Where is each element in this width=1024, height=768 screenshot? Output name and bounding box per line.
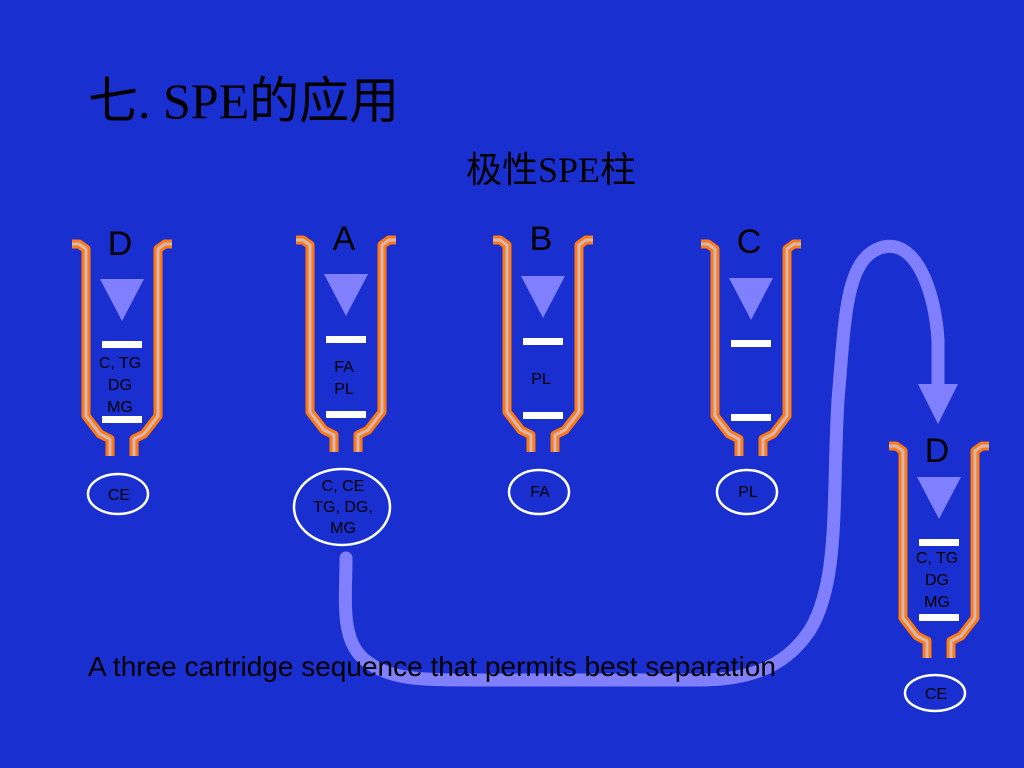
- frit-top: [326, 336, 366, 343]
- cartridge-b: B PL FA: [493, 220, 593, 516]
- cartridge-label: D: [108, 225, 133, 263]
- cartridge-wall-right-inner: [949, 444, 989, 658]
- frit-bottom: [919, 614, 959, 621]
- eluate-text: PL: [738, 484, 758, 501]
- slide-title: 七. SPE的应用: [88, 73, 400, 129]
- retained-compound: MG: [107, 399, 133, 416]
- eluate-text: TG, DG,: [313, 499, 373, 516]
- retained-compound: MG: [924, 594, 950, 611]
- flow-path-arrowhead: [918, 384, 958, 424]
- down-arrow-icon: [100, 279, 144, 321]
- cartridge-wall-right-inner: [132, 242, 172, 456]
- eluate-text: CE: [925, 686, 947, 703]
- cartridge-d: D C, TG DG MG CE: [72, 225, 172, 516]
- retained-compound: C, TG: [916, 550, 958, 567]
- eluate-text: MG: [330, 520, 356, 537]
- cartridge-c: C PL: [701, 223, 801, 516]
- caption: A three cartridge sequence that permits …: [88, 651, 776, 682]
- retained-compound: PL: [531, 371, 551, 388]
- frit-bottom: [523, 412, 563, 419]
- down-arrow-icon: [729, 278, 773, 320]
- eluate-ellipse: [292, 467, 392, 547]
- eluate-text: CE: [108, 487, 130, 504]
- cartridge-wall-left-inner: [889, 444, 929, 658]
- cartridge-label: A: [333, 220, 356, 258]
- eluate-text: C, CE: [322, 478, 365, 495]
- cartridge-d2: D C, TG DG MG CE: [889, 432, 989, 713]
- retained-compound: DG: [108, 377, 132, 394]
- frit-top: [523, 338, 563, 345]
- eluate-ellipse: [86, 472, 150, 516]
- slide-subtitle: 极性SPE柱: [466, 150, 637, 190]
- retained-compound: FA: [334, 359, 354, 376]
- cartridge-wall-left-inner: [701, 242, 741, 456]
- cartridge-wall-left-inner: [493, 238, 533, 452]
- eluate-text: FA: [530, 484, 550, 501]
- cartridge-a: A FA PL C, CE TG, DG, MG: [292, 220, 396, 547]
- cartridge-label: C: [737, 223, 762, 261]
- cartridge-wall-left-inner: [296, 238, 336, 452]
- eluate-ellipse: [715, 468, 779, 516]
- eluate-ellipse: [507, 468, 571, 516]
- down-arrow-icon: [324, 274, 368, 316]
- frit-top: [731, 340, 771, 347]
- retained-compound: DG: [925, 572, 949, 589]
- retained-compound: C, TG: [99, 355, 141, 372]
- frit-bottom: [731, 414, 771, 421]
- frit-bottom: [102, 416, 142, 423]
- cartridge-wall-right-inner: [553, 238, 593, 452]
- frit-top: [919, 539, 959, 546]
- retained-compound: PL: [334, 381, 354, 398]
- frit-top: [102, 341, 142, 348]
- flow-path-arrow: [338, 239, 945, 687]
- cartridge-wall-left-inner: [72, 242, 112, 456]
- down-arrow-icon: [917, 477, 961, 519]
- down-arrow-icon: [521, 276, 565, 318]
- eluate-ellipse: [903, 673, 967, 713]
- cartridge-wall-right-inner: [761, 242, 801, 456]
- cartridge-label: D: [925, 432, 950, 470]
- cartridge-label: B: [530, 220, 553, 258]
- frit-bottom: [326, 411, 366, 418]
- cartridge-wall-right-inner: [356, 238, 396, 452]
